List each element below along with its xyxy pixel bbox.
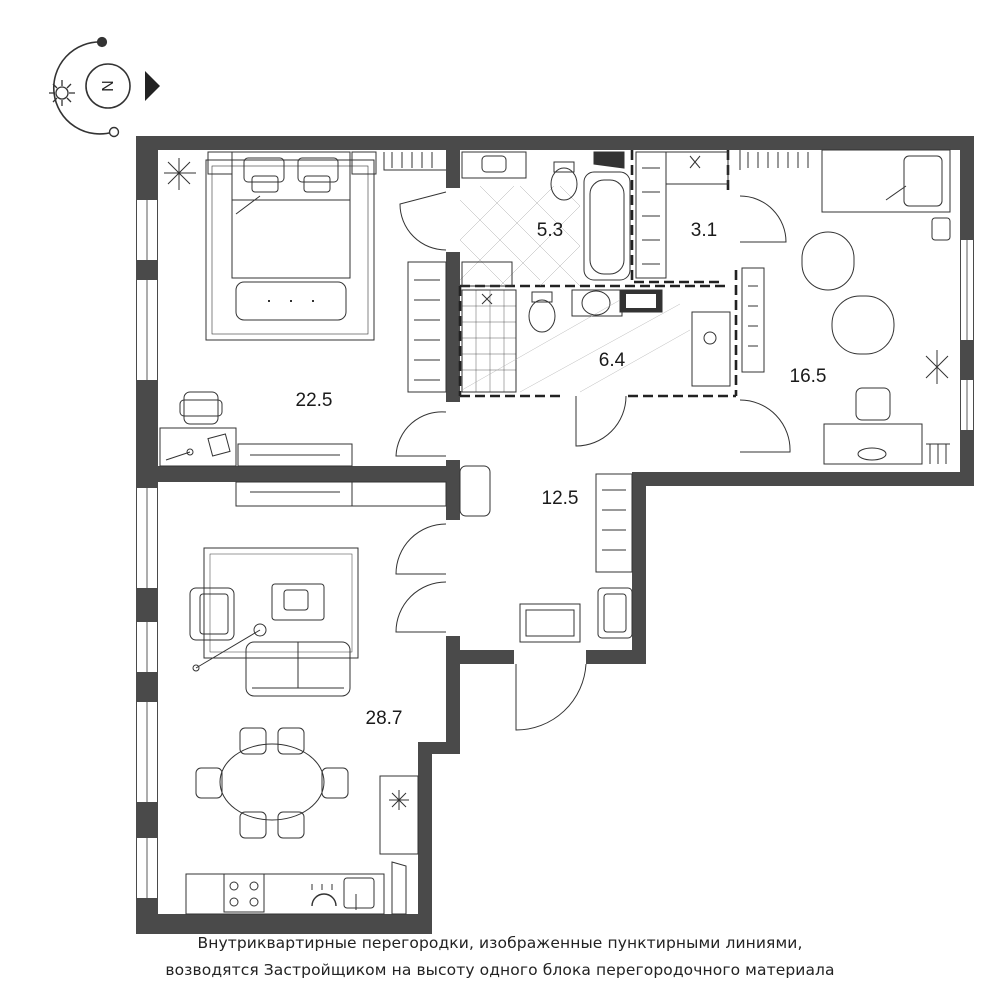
room-areas: 22.5 5.3 3.1 16.5 6.4 12.5 28.7 (296, 220, 827, 729)
wall-bath-left-top (446, 150, 460, 188)
bathroom-furniture (459, 151, 631, 287)
area-bathroom: 5.3 (537, 220, 563, 241)
door-bedroom-large (399, 191, 447, 251)
note-line-2: возводятся Застройщиком на высоту одного… (165, 961, 835, 979)
tv-console (237, 443, 353, 467)
beanbag-2 (831, 295, 895, 355)
wall-bottom (136, 914, 432, 934)
shoe-bench (597, 587, 633, 639)
wall-right-lower (640, 472, 974, 486)
wall-entry-left (446, 650, 514, 664)
area-bathroom-shower: 6.4 (599, 350, 626, 371)
wall-bedroom-divider (158, 466, 460, 482)
desk-chair-small (855, 387, 891, 421)
desk (159, 427, 237, 467)
small-cabinet (931, 217, 951, 241)
north-arrow-icon (145, 71, 160, 101)
door-bedroom-small (739, 399, 791, 453)
bedroom-tv-console-lower (235, 481, 447, 507)
nightstand-right (351, 151, 377, 175)
chair-left (195, 767, 223, 799)
compass-north-letter: N (98, 80, 115, 92)
wall-kitchen-step (418, 742, 432, 934)
wall-top (136, 136, 974, 150)
sun-icon (49, 80, 75, 106)
wardrobe-small-bedroom (741, 267, 765, 373)
stove (223, 873, 265, 913)
chair-bottom-1 (239, 811, 267, 839)
wall-hall-right (632, 472, 646, 664)
chair-bottom-2 (277, 811, 305, 839)
area-hallway: 12.5 (542, 488, 579, 509)
bathtub (583, 171, 631, 281)
compass-circle (85, 63, 131, 109)
door-wardrobe (739, 195, 787, 243)
door-bedroom-divider (395, 411, 447, 457)
desk-small (823, 423, 923, 465)
wardrobe-bedroom (407, 261, 447, 393)
armchair (189, 587, 235, 641)
hall-ottoman (459, 465, 491, 517)
wardrobe-room-furniture (635, 151, 729, 279)
kitchen-sink (343, 877, 375, 909)
area-bedroom-large: 22.5 (296, 390, 333, 411)
nightstand-left (207, 151, 233, 175)
vanity-bath (461, 151, 527, 179)
bench (235, 281, 347, 321)
dashed-partitions (458, 150, 738, 398)
wall-entry-right (586, 650, 646, 664)
rug (205, 159, 375, 341)
tile-pattern (459, 185, 581, 287)
snowflake-icon (389, 790, 409, 810)
floor-lamp (253, 623, 267, 637)
hallway-furniture (235, 465, 633, 643)
door-living-2 (395, 581, 447, 633)
shower-tray (461, 289, 517, 393)
hall-wardrobe (595, 473, 633, 573)
area-bedroom-small: 16.5 (790, 366, 827, 387)
living-kitchen-furniture (185, 547, 419, 915)
bedroom-small-furniture (739, 149, 951, 465)
doors (395, 191, 791, 731)
chair-top-1 (239, 727, 267, 755)
chair-top-2 (277, 727, 305, 755)
wall-bath-left-mid (446, 252, 460, 402)
beanbag-1 (801, 231, 855, 291)
window-frames (146, 200, 968, 898)
door-bathroom (575, 395, 627, 447)
wall-hall-lower (446, 636, 460, 754)
toilet-shower (528, 299, 556, 333)
wall-hall-post (446, 460, 460, 520)
chair-right (321, 767, 349, 799)
dining-table (219, 743, 325, 821)
door-mat (519, 603, 581, 643)
walls (136, 136, 974, 934)
plant-icon-2 (925, 350, 949, 384)
bedroom-large-furniture (159, 151, 447, 467)
plant-icon (164, 158, 196, 190)
toilet-bath (553, 161, 575, 173)
shower-bathroom-furniture (461, 289, 731, 393)
living-rug (203, 547, 359, 659)
double-bed (231, 151, 351, 279)
note-line-1: Внутриквартирные перегородки, изображенн… (197, 934, 803, 952)
compass: N (49, 36, 160, 138)
single-bed (821, 149, 951, 213)
area-living-kitchen: 28.7 (366, 708, 403, 729)
fridge (379, 775, 419, 855)
area-wardrobe: 3.1 (691, 220, 717, 241)
boiler (691, 311, 731, 387)
kitchen-counter (185, 873, 385, 915)
door-entrance (515, 663, 587, 731)
desk-chair (183, 391, 219, 425)
washing-machine (461, 261, 513, 287)
door-living-1 (395, 523, 447, 575)
coffee-table (271, 583, 325, 621)
